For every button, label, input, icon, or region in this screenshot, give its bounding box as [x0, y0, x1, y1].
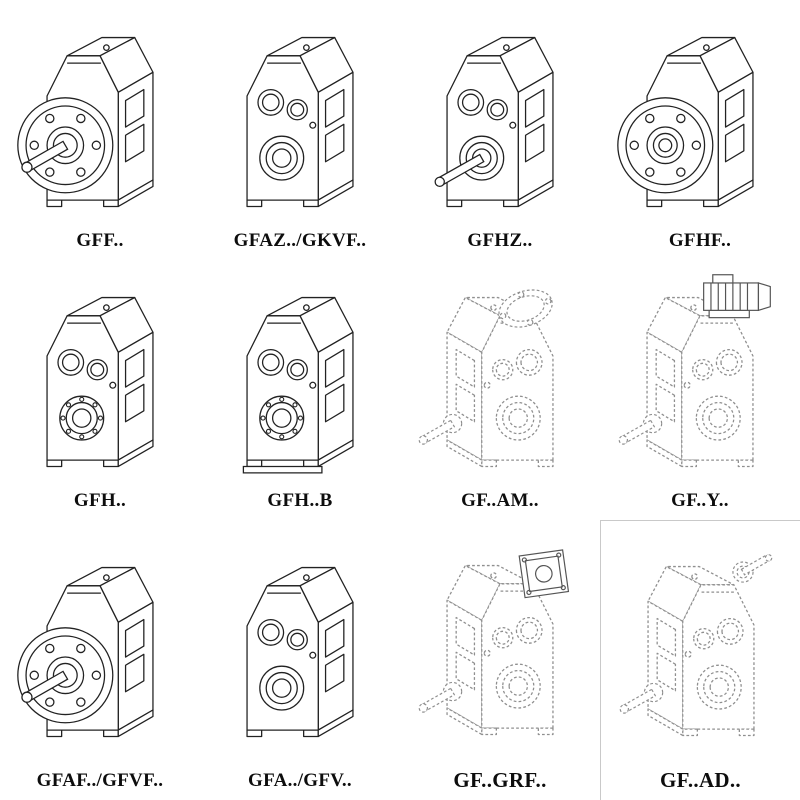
- model-label: GFAF../GFVF..: [36, 770, 164, 792]
- catalog-item: GFF..: [0, 0, 200, 260]
- gearbox-square-adapter-icon: [408, 549, 570, 750]
- catalog-item: GF..Y..: [600, 260, 800, 520]
- model-label: GFHZ..: [467, 230, 533, 252]
- model-label: GFF..: [76, 230, 124, 252]
- catalog-item: GFHF..: [600, 0, 800, 260]
- gearbox-bolt-flange-icon: [608, 12, 792, 222]
- model-label: GFH..B: [267, 490, 333, 512]
- gearbox-hollow-bores-icon: [208, 542, 392, 752]
- model-label: GFA../GFV..: [248, 770, 352, 792]
- model-label: GF..AD..: [660, 767, 741, 792]
- gearbox-with-motor-icon: [608, 273, 771, 482]
- input-adapter-block: [518, 549, 570, 599]
- catalog-item: GF..AD..: [600, 520, 800, 800]
- model-label: GFH..: [73, 490, 127, 512]
- motor-adapter-flange: [498, 288, 553, 328]
- catalog-item: GFH..: [0, 260, 200, 520]
- gearbox-bearing-bores-icon: [8, 272, 192, 482]
- model-label: GF..AM..: [461, 490, 539, 512]
- gearbox-drawing: [2, 2, 198, 231]
- gearbox-drawing: [402, 522, 598, 769]
- gearbox-hollow-bores-icon: [208, 12, 392, 222]
- gearbox-drawing: [2, 522, 198, 771]
- model-label: GFHF..: [668, 230, 732, 252]
- gearbox-drawing: [603, 523, 798, 769]
- gearbox-drawing: [202, 262, 398, 491]
- gearbox-drawing: [2, 262, 198, 491]
- catalog-item: GFAF../GFVF..: [0, 520, 200, 800]
- input-shaft-adapter: [731, 553, 772, 583]
- gearbox-flange-with-shaft-icon: [8, 542, 192, 752]
- gearbox-bores-with-shaft-icon: [408, 12, 592, 222]
- gearbox-drawing: [402, 2, 598, 231]
- gearbox-drawing: [402, 262, 598, 491]
- catalog-item: GFHZ..: [400, 0, 600, 260]
- gearbox-drawing: [602, 262, 798, 491]
- model-label: GF..GRF..: [453, 767, 547, 792]
- gearbox-bearing-bores-base-icon: [242, 272, 392, 474]
- gearbox-motor-adapter-flange-icon: [408, 288, 592, 482]
- catalog-item: GFA../GFV..: [200, 520, 400, 800]
- gearbox-drawing: [602, 2, 798, 231]
- gearbox-input-shaft-adapter-icon: [609, 553, 772, 751]
- model-label: GF..Y..: [671, 490, 729, 512]
- gearbox-drawing: [202, 522, 398, 771]
- catalog-item: GF..GRF..: [400, 520, 600, 800]
- motor: [703, 273, 771, 318]
- model-label: GFAZ../GKVF..: [233, 230, 367, 252]
- gearbox-flange-with-shaft-icon: [8, 12, 192, 222]
- catalog-item: GFH..B: [200, 260, 400, 520]
- gearbox-drawing: [202, 2, 398, 231]
- catalog-item: GF..AM..: [400, 260, 600, 520]
- catalog-item: GFAZ../GKVF..: [200, 0, 400, 260]
